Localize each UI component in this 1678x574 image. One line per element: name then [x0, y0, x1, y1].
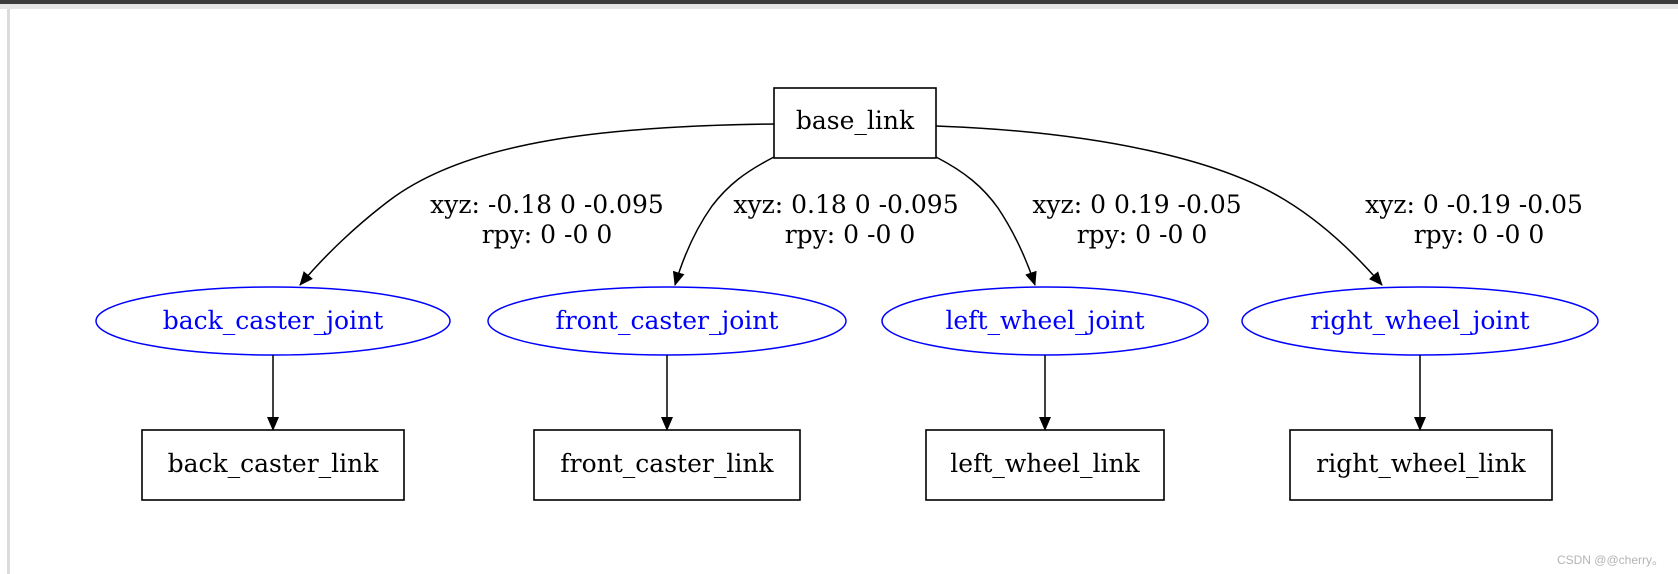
joint-node-label: left_wheel_joint — [945, 306, 1144, 335]
edge-base-to-back-caster-joint — [299, 123, 775, 286]
link-node-label: back_caster_link — [168, 449, 380, 478]
window-top-bar — [0, 0, 1678, 4]
joint-node-label: front_caster_joint — [556, 306, 779, 335]
edge-label-rpy: rpy: 0 -0 0 — [1077, 220, 1208, 249]
edge-label-xyz: xyz: 0 -0.19 -0.05 — [1365, 190, 1583, 219]
edge-base-to-left-wheel-joint — [935, 156, 1037, 286]
edge-label-xyz: xyz: 0 0.19 -0.05 — [1032, 190, 1241, 219]
root-node-base-link[interactable]: base_link — [773, 87, 937, 159]
link-node-label: right_wheel_link — [1316, 449, 1526, 478]
window-top-shadow — [0, 4, 1678, 9]
link-node-label: front_caster_link — [560, 449, 774, 478]
edge-label-rpy: rpy: 0 -0 0 — [785, 220, 916, 249]
edge-label-rpy: rpy: 0 -0 0 — [1414, 220, 1545, 249]
edge-label-xyz: xyz: -0.18 0 -0.095 — [430, 190, 664, 219]
edge-label-right-wheel: xyz: 0 -0.19 -0.05 rpy: 0 -0 0 — [1365, 190, 1583, 249]
link-node-right-wheel[interactable]: right_wheel_link — [1289, 429, 1553, 501]
edge-label-rpy: rpy: 0 -0 0 — [482, 220, 613, 249]
joint-node-back-caster[interactable]: back_caster_joint — [95, 286, 451, 356]
root-node-label: base_link — [796, 106, 915, 135]
joint-node-front-caster[interactable]: front_caster_joint — [487, 286, 847, 356]
edge-label-back-caster: xyz: -0.18 0 -0.095 rpy: 0 -0 0 — [430, 190, 664, 249]
edge-base-to-front-caster-joint — [672, 156, 775, 286]
edge-base-to-right-wheel-joint — [935, 125, 1383, 286]
link-node-back-caster[interactable]: back_caster_link — [141, 429, 405, 501]
watermark: CSDN @@cherry。 — [1556, 553, 1664, 567]
joint-node-left-wheel[interactable]: left_wheel_joint — [881, 286, 1209, 356]
left-scroll-edge — [7, 9, 10, 574]
joint-node-right-wheel[interactable]: right_wheel_joint — [1241, 286, 1599, 356]
link-node-left-wheel[interactable]: left_wheel_link — [925, 429, 1165, 501]
joint-node-label: back_caster_joint — [163, 306, 384, 335]
edge-label-left-wheel: xyz: 0 0.19 -0.05 rpy: 0 -0 0 — [1032, 190, 1241, 249]
link-node-front-caster[interactable]: front_caster_link — [533, 429, 801, 501]
edge-label-xyz: xyz: 0.18 0 -0.095 — [733, 190, 958, 219]
edge-label-front-caster: xyz: 0.18 0 -0.095 rpy: 0 -0 0 — [733, 190, 958, 249]
link-node-label: left_wheel_link — [950, 449, 1140, 478]
joint-node-label: right_wheel_joint — [1310, 306, 1529, 335]
